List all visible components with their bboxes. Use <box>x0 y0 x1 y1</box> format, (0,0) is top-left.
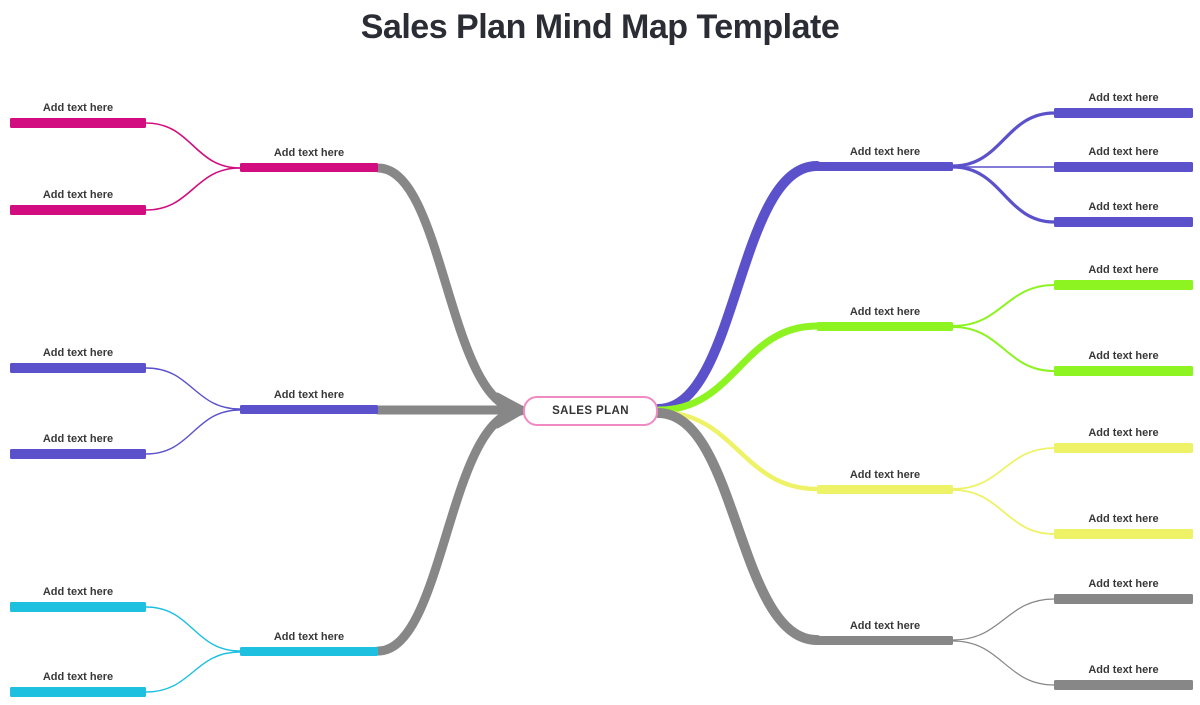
right-green-branch[interactable]: Add text here <box>817 306 953 331</box>
pink-leaf-connectors <box>145 122 241 211</box>
node-label[interactable]: Add text here <box>1088 92 1159 104</box>
node-label[interactable]: Add text here <box>42 189 114 201</box>
left-cyan-leaf-1[interactable]: Add text here <box>10 586 146 612</box>
node-bar[interactable] <box>817 162 953 171</box>
node-bar[interactable] <box>240 647 378 656</box>
left-pink-branch[interactable]: Add text here <box>240 147 378 172</box>
right-green-leaf-2[interactable]: Add text here <box>1054 350 1193 376</box>
left-purple-branch[interactable]: Add text here <box>240 389 378 414</box>
yellow-leaf-connectors <box>952 447 1055 535</box>
node-bar[interactable] <box>1054 443 1193 453</box>
right-blue-branch[interactable]: Add text here <box>817 146 953 171</box>
node-bar[interactable] <box>817 636 953 645</box>
node-label[interactable]: Add text here <box>849 620 921 632</box>
node-bar[interactable] <box>1054 594 1193 604</box>
node-label[interactable]: Add text here <box>849 469 921 481</box>
node-label[interactable]: Add text here <box>42 102 114 114</box>
cyan-leaf-connectors <box>145 606 241 693</box>
left-cyan-leaf-2[interactable]: Add text here <box>10 671 146 697</box>
node-bar[interactable] <box>1054 366 1193 376</box>
green-trunk <box>655 322 821 414</box>
node-label[interactable]: Add text here <box>42 433 114 445</box>
node-bar[interactable] <box>10 205 146 215</box>
node-bar[interactable] <box>10 118 146 128</box>
node-label[interactable]: Add text here <box>42 671 114 683</box>
node-label[interactable]: Add text here <box>1088 578 1159 590</box>
node-bar[interactable] <box>10 687 146 697</box>
node-label[interactable]: Add text here <box>1088 664 1159 676</box>
left-trunk-connectors <box>373 163 531 656</box>
node-label[interactable]: Add text here <box>1088 146 1159 158</box>
node-bar[interactable] <box>10 449 146 459</box>
node-label[interactable]: Add text here <box>1088 427 1159 439</box>
node-label[interactable]: Add text here <box>42 586 114 598</box>
gray-trunk <box>653 408 822 645</box>
node-bar[interactable] <box>1054 217 1193 227</box>
center-node[interactable]: SALES PLAN <box>523 396 658 426</box>
left-purple-leaf-2[interactable]: Add text here <box>10 433 146 459</box>
page-title: Sales Plan Mind Map Template <box>360 8 840 46</box>
node-bar[interactable] <box>1054 108 1193 118</box>
node-bar[interactable] <box>10 602 146 612</box>
right-blue-leaf-3[interactable]: Add text here <box>1054 201 1193 227</box>
right-yellow-branch[interactable]: Add text here <box>817 469 953 494</box>
node-label[interactable]: Add text here <box>1088 350 1159 362</box>
gray-leaf-connectors <box>952 598 1055 686</box>
node-label[interactable]: Add text here <box>1088 513 1159 525</box>
node-bar[interactable] <box>240 405 378 414</box>
right-blue-leaf-1[interactable]: Add text here <box>1054 92 1193 118</box>
node-label[interactable]: Add text here <box>1088 201 1159 213</box>
right-gray-leaf-2[interactable]: Add text here <box>1054 664 1193 690</box>
right-green-leaf-1[interactable]: Add text here <box>1054 264 1193 290</box>
node-label[interactable]: Add text here <box>273 147 345 159</box>
node-label[interactable]: Add text here <box>273 389 345 401</box>
node-bar[interactable] <box>817 485 953 494</box>
purple-leaf-connectors <box>145 367 241 455</box>
node-label[interactable]: Add text here <box>42 347 114 359</box>
right-blue-leaf-2[interactable]: Add text here <box>1054 146 1193 172</box>
green-leaf-connectors <box>952 284 1055 372</box>
node-bar[interactable] <box>817 322 953 331</box>
node-bar[interactable] <box>1054 529 1193 539</box>
center-node-label[interactable]: SALES PLAN <box>552 405 629 417</box>
node-bar[interactable] <box>1054 680 1193 690</box>
right-gray-leaf-1[interactable]: Add text here <box>1054 578 1193 604</box>
node-bar[interactable] <box>240 163 378 172</box>
node-bar[interactable] <box>10 363 146 373</box>
node-bar[interactable] <box>1054 280 1193 290</box>
blue-trunk <box>653 161 822 414</box>
right-yellow-leaf-2[interactable]: Add text here <box>1054 513 1193 539</box>
right-gray-branch[interactable]: Add text here <box>817 620 953 645</box>
left-pink-leaf-2[interactable]: Add text here <box>10 189 146 215</box>
blue-leaf-connectors <box>952 111 1055 224</box>
left-purple-leaf-1[interactable]: Add text here <box>10 347 146 373</box>
node-bar[interactable] <box>1054 162 1193 172</box>
node-label[interactable]: Add text here <box>1088 264 1159 276</box>
left-cyan-branch[interactable]: Add text here <box>240 631 378 656</box>
node-label[interactable]: Add text here <box>849 306 921 318</box>
yellow-trunk <box>656 409 820 492</box>
left-pink-leaf-1[interactable]: Add text here <box>10 102 146 128</box>
node-label[interactable]: Add text here <box>849 146 921 158</box>
node-label[interactable]: Add text here <box>273 631 345 643</box>
right-yellow-leaf-1[interactable]: Add text here <box>1054 427 1193 453</box>
